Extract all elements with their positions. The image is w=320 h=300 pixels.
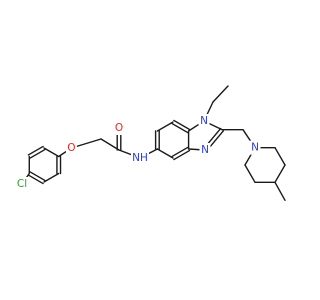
single-bond [43, 172, 60, 183]
structure-canvas: Cl O O NH N N N [13, 85, 286, 202]
atom-label-o-carbonyl: O [115, 122, 123, 134]
atom-label-background [65, 141, 77, 155]
atom-label-background [249, 140, 261, 155]
atom-label-o-ether: O [67, 142, 75, 154]
atom-label-n3: N [201, 144, 209, 156]
molecule-structure: Cl O O NH N N N [13, 85, 286, 202]
single-bond [274, 181, 286, 202]
single-bond [156, 148, 174, 159]
atom-label-background [13, 177, 31, 191]
atom-label-background [131, 151, 149, 165]
atom-label-n-amide: NH [132, 152, 148, 164]
double-bond [29, 148, 46, 159]
double-bond [173, 149, 191, 161]
atom-label-background [113, 121, 125, 135]
double-bond [27, 145, 44, 156]
bond-layer [21, 85, 286, 202]
single-bond [43, 147, 60, 158]
double-bond [171, 122, 189, 134]
double-bond [27, 174, 44, 185]
atom-label-background [199, 143, 211, 157]
atom-label-layer: Cl O O NH N N N [13, 114, 261, 191]
single-bond [274, 146, 286, 166]
atom-label-cl: Cl [17, 178, 27, 190]
single-bond [156, 121, 174, 132]
atom-label-background [198, 114, 210, 128]
single-bond [212, 85, 229, 103]
double-bond [29, 171, 46, 182]
atom-label-n1: N [200, 115, 208, 127]
single-bond [244, 164, 256, 184]
atom-label-n-pip: N [251, 142, 259, 154]
single-bond [274, 164, 286, 184]
single-bond [100, 138, 120, 151]
double-bond [173, 119, 191, 131]
double-bond [171, 146, 189, 158]
